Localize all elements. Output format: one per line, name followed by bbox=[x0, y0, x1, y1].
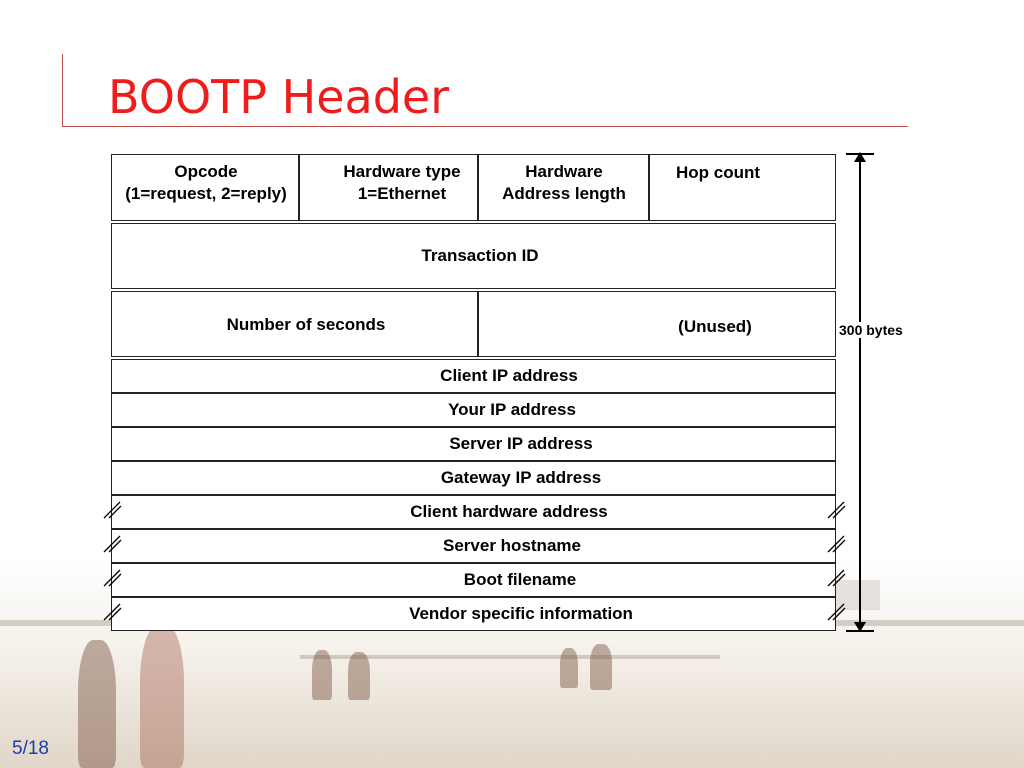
arrow-up-icon bbox=[854, 152, 866, 162]
field-vendor-specific-information: Vendor specific information bbox=[409, 604, 633, 623]
total-size-label: 300 bytes bbox=[839, 322, 903, 338]
arrow-down-icon bbox=[854, 622, 866, 632]
break-mark-icon bbox=[103, 603, 122, 621]
field-client-ip-address: Client IP address bbox=[440, 366, 578, 385]
break-mark-icon bbox=[827, 569, 846, 587]
row-client-hardware-address bbox=[111, 495, 836, 529]
field-hardware-address-length: Hardware Address length bbox=[479, 161, 649, 205]
field-client-hardware-address: Client hardware address bbox=[410, 502, 608, 521]
break-mark-icon bbox=[103, 501, 122, 519]
row-server-ip bbox=[111, 427, 836, 461]
title-accent-horizontal-line bbox=[62, 126, 908, 127]
hardware-type-value: 1=Ethernet bbox=[357, 184, 447, 203]
row-client-ip bbox=[111, 359, 836, 393]
field-transaction-id: Transaction ID bbox=[421, 246, 539, 265]
field-boot-filename: Boot filename bbox=[463, 570, 577, 589]
divider bbox=[648, 154, 650, 221]
field-your-ip-address: Your IP address bbox=[448, 400, 576, 419]
dimension-line bbox=[859, 154, 861, 632]
opcode-label: Opcode bbox=[174, 162, 238, 181]
field-number-of-seconds: Number of seconds bbox=[226, 315, 386, 334]
row-vendor-specific-information bbox=[111, 597, 836, 631]
row-transaction-id bbox=[111, 223, 836, 289]
field-hop-count: Hop count bbox=[675, 163, 761, 182]
break-mark-icon bbox=[103, 535, 122, 553]
row-boot-filename bbox=[111, 563, 836, 597]
hardware-address-length-line1: Hardware bbox=[525, 162, 603, 181]
field-unused: (Unused) bbox=[678, 317, 752, 336]
row-gateway-ip bbox=[111, 461, 836, 495]
break-mark-icon bbox=[827, 603, 846, 621]
field-hardware-type: Hardware type 1=Ethernet bbox=[300, 161, 504, 205]
field-gateway-ip-address: Gateway IP address bbox=[440, 468, 602, 487]
field-server-ip-address: Server IP address bbox=[449, 434, 593, 453]
row-your-ip bbox=[111, 393, 836, 427]
hardware-type-label: Hardware type bbox=[343, 162, 461, 181]
field-server-hostname: Server hostname bbox=[443, 536, 581, 555]
divider bbox=[477, 154, 479, 221]
slide-title: BOOTP Header bbox=[108, 70, 450, 124]
row-server-hostname bbox=[111, 529, 836, 563]
break-mark-icon bbox=[103, 569, 122, 587]
row-seconds-unused bbox=[111, 291, 836, 357]
opcode-values: (1=request, 2=reply) bbox=[125, 184, 287, 203]
field-opcode: Opcode (1=request, 2=reply) bbox=[111, 161, 301, 205]
divider bbox=[477, 291, 479, 357]
break-mark-icon bbox=[827, 535, 846, 553]
divider bbox=[298, 154, 300, 221]
title-accent-vertical-line bbox=[62, 54, 63, 126]
hardware-address-length-line2: Address length bbox=[502, 184, 626, 203]
break-mark-icon bbox=[827, 501, 846, 519]
row-opcode-hw-hop bbox=[111, 154, 836, 221]
page-number: 5/18 bbox=[12, 738, 49, 759]
